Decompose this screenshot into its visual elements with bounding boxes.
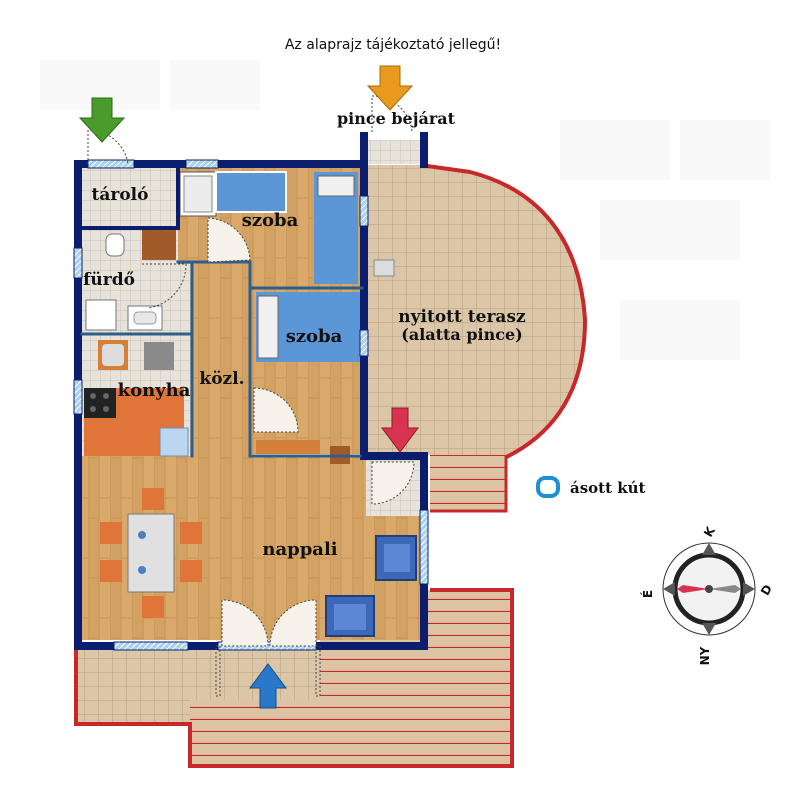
dining-chairs bbox=[100, 488, 202, 618]
background-brick-pattern bbox=[40, 60, 770, 360]
label-kitchen: konyha bbox=[118, 380, 191, 401]
label-dug-well: ásott kút bbox=[570, 479, 646, 497]
kitchen-counter bbox=[84, 340, 189, 457]
arrow-blue-main-entrance bbox=[249, 663, 287, 709]
label-living-room: nappali bbox=[262, 539, 337, 560]
bedroom-1-wardrobe bbox=[142, 230, 176, 260]
arrow-green-storage-entrance bbox=[78, 97, 126, 143]
label-cellar-entrance: pince bejárat bbox=[337, 109, 456, 128]
terrace-grill bbox=[373, 259, 395, 277]
compass-label-ny: NY bbox=[698, 646, 712, 665]
label-hallway: közl. bbox=[199, 369, 244, 389]
well-icon bbox=[536, 476, 560, 498]
open-terrace bbox=[364, 163, 588, 513]
storage-shelf bbox=[179, 171, 217, 217]
compass-label-e: É bbox=[640, 590, 655, 598]
armchair-1 bbox=[375, 535, 417, 581]
label-bedroom-1: szoba bbox=[242, 210, 299, 231]
bathroom-fixtures bbox=[85, 233, 163, 331]
label-bathroom: fürdő bbox=[83, 270, 135, 290]
dug-well: ásott kút bbox=[536, 476, 646, 498]
bedroom-1-bed-vertical bbox=[314, 172, 358, 284]
doors bbox=[87, 95, 415, 697]
compass-label-k: K bbox=[701, 524, 718, 540]
arrow-orange-cellar-entrance bbox=[366, 65, 414, 111]
armchair-2 bbox=[325, 595, 375, 637]
label-bedroom-2: szoba bbox=[286, 326, 343, 347]
dining-table bbox=[127, 513, 175, 593]
compass-needle-south bbox=[709, 585, 741, 593]
cellar-entrance-floor bbox=[366, 140, 424, 164]
arrow-red-terrace-door bbox=[381, 407, 419, 453]
compass-label-d: D bbox=[758, 582, 775, 598]
bedroom-1-bed-horizontal bbox=[215, 171, 287, 213]
compass bbox=[662, 542, 756, 636]
label-storage: tároló bbox=[92, 185, 149, 205]
label-open-terrace: nyitott terasz bbox=[398, 307, 526, 327]
notice-text: Az alaprajz tájékoztató jellegű! bbox=[285, 37, 501, 53]
compass-needle-north bbox=[677, 585, 709, 593]
bedroom-2-shelf bbox=[256, 440, 320, 454]
bedroom-2-bed bbox=[256, 292, 360, 362]
label-open-terrace-sub: (alatta pince) bbox=[401, 325, 523, 344]
